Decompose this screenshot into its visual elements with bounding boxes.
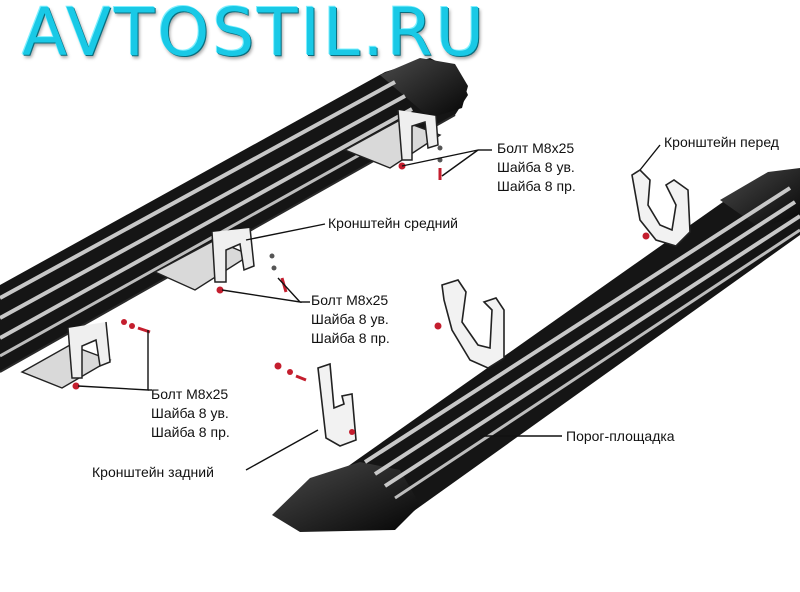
label-fasteners-middle: Болт M8x25 Шайба 8 ув. Шайба 8 пр. bbox=[311, 291, 390, 348]
step-board-left bbox=[0, 58, 468, 373]
label-bracket-front: Кронштейн перед bbox=[664, 134, 779, 150]
bracket-front bbox=[631, 168, 691, 247]
bracket-middle-right bbox=[434, 279, 505, 369]
leader-lines bbox=[77, 144, 661, 471]
watermark-text: AVTOSTIL.RU bbox=[22, 0, 487, 71]
label-fasteners-top: Болт M8x25 Шайба 8 ув. Шайба 8 пр. bbox=[497, 139, 576, 196]
label-washer-flat: Шайба 8 пр. bbox=[151, 424, 230, 440]
label-bolt: Болт M8x25 bbox=[497, 140, 575, 156]
label-bracket-rear: Кронштейн задний bbox=[92, 464, 214, 480]
bolt-group-top bbox=[398, 145, 443, 180]
label-bolt: Болт M8x25 bbox=[151, 386, 229, 402]
label-washer-spring: Шайба 8 ув. bbox=[311, 311, 389, 327]
label-bracket-middle: Кронштейн средний bbox=[328, 215, 458, 231]
mount-plate-middle bbox=[153, 227, 255, 291]
label-step-board: Порог-площадка bbox=[566, 428, 675, 444]
label-bolt: Болт M8x25 bbox=[311, 292, 389, 308]
mount-plate-top bbox=[343, 109, 442, 169]
label-washer-flat: Шайба 8 пр. bbox=[311, 330, 390, 346]
step-board-right bbox=[272, 168, 800, 532]
bracket-rear bbox=[274, 362, 357, 447]
label-fasteners-bottom: Болт M8x25 Шайба 8 ув. Шайба 8 пр. bbox=[151, 385, 230, 442]
label-washer-flat: Шайба 8 пр. bbox=[497, 178, 576, 194]
mount-plate-rear bbox=[20, 321, 112, 389]
label-washer-spring: Шайба 8 ув. bbox=[151, 405, 229, 421]
label-washer-spring: Шайба 8 ув. bbox=[497, 159, 575, 175]
